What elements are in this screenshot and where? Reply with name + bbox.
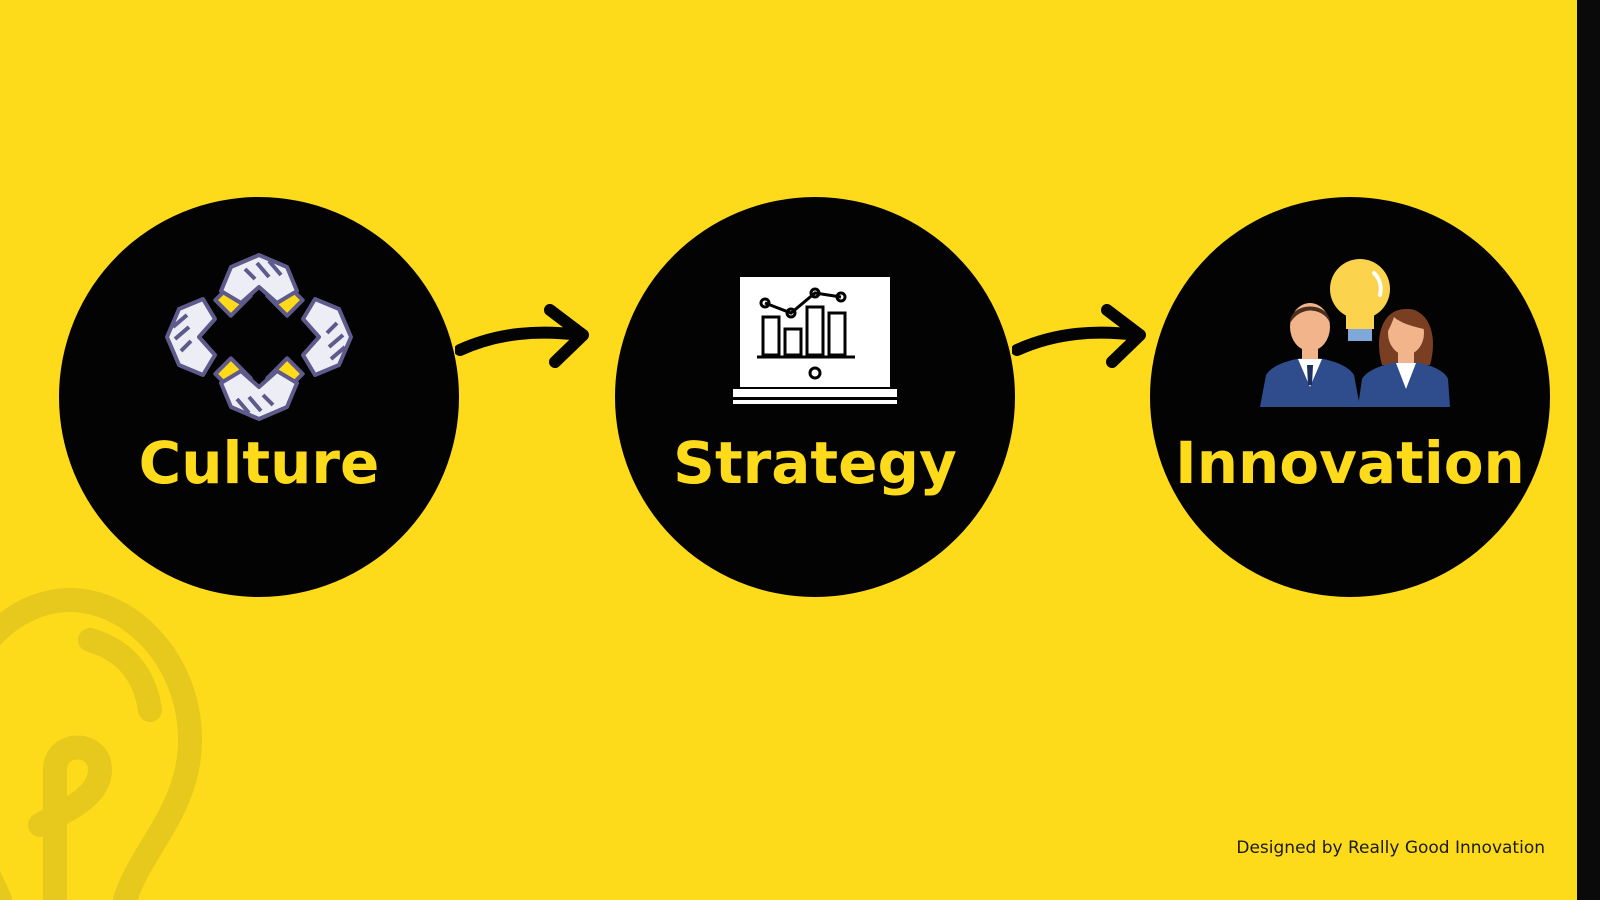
lightbulb-icon: [1330, 259, 1390, 341]
strategy-circle: Strategy: [615, 197, 1015, 597]
teamwork-hands-icon: [165, 253, 353, 421]
laptop-chart-icon: [733, 277, 897, 404]
right-edge-bar: [1577, 0, 1600, 900]
designer-credit: Designed by Really Good Innovation: [1236, 838, 1545, 858]
innovation-label: Innovation: [1175, 429, 1525, 497]
culture-label: Culture: [138, 429, 380, 497]
strategy-label: Strategy: [673, 429, 957, 497]
businessman-icon: [1260, 303, 1360, 407]
arrow-right-icon: [455, 304, 589, 368]
culture-circle: Culture: [59, 197, 459, 597]
arrow-right-icon: [1012, 304, 1146, 368]
innovation-circle: Innovation: [1150, 197, 1550, 597]
team-lightbulb-icon: [1260, 259, 1450, 407]
lightbulb-watermark-icon: [0, 588, 202, 900]
businesswoman-icon: [1358, 309, 1450, 407]
